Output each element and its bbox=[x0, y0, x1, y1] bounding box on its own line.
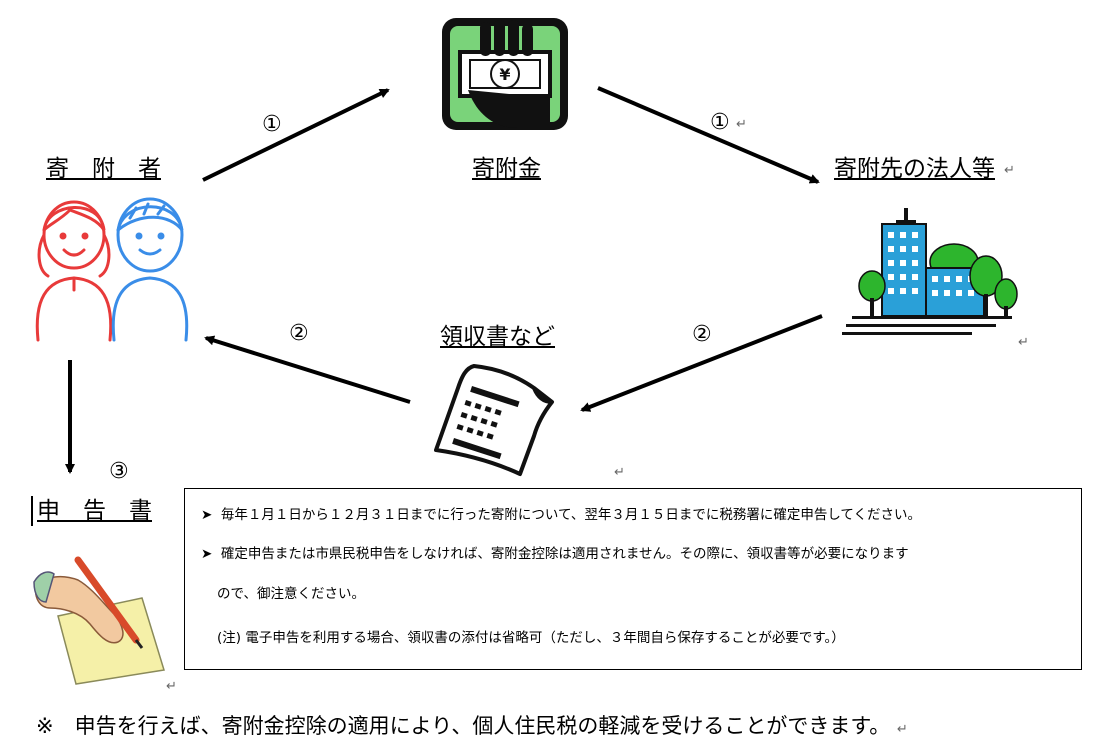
text-cursor bbox=[31, 496, 33, 526]
return-mark: ↵ bbox=[614, 465, 625, 480]
arrow-receipt-to-donor bbox=[204, 335, 411, 404]
note-2-text-line1: 確定申告または市県民税申告をしなければ、寄附金控除は適用されません。その際に、領… bbox=[220, 546, 909, 562]
donor-label: 寄 附 者 bbox=[46, 156, 161, 182]
note-2-text-line2: ので、御注意ください。 bbox=[217, 586, 365, 602]
bottom-note-text: ※ 申告を行えば、寄附金控除の適用により、個人住民税の軽減を受けることができます… bbox=[36, 714, 891, 738]
step-1-left: ① bbox=[262, 112, 282, 137]
writing-hand-icon bbox=[33, 556, 165, 685]
note-2: ➤ 確定申告または市県民税申告をしなければ、寄附金控除は適用されません。その際に… bbox=[201, 546, 909, 562]
step-2-right: ② bbox=[692, 322, 712, 347]
bullet: ➤ bbox=[201, 507, 213, 523]
receipt-icon bbox=[434, 364, 554, 476]
return-mark: ↵ bbox=[736, 117, 747, 132]
note-1-text: 毎年１月１日から１２月３１日までに行った寄附について、翌年３月１５日までに税務署… bbox=[220, 507, 922, 523]
arrow-donor-to-donation bbox=[202, 88, 390, 182]
step-1-right: ① bbox=[710, 110, 730, 135]
step-3: ③ bbox=[109, 459, 129, 484]
note-3: (注) 電子申告を利用する場合、領収書の添付は省略可（ただし、３年間自ら保存する… bbox=[217, 630, 845, 646]
money-hand-icon: ¥ bbox=[442, 18, 568, 130]
return-mark: ↵ bbox=[166, 679, 177, 694]
return-mark: ↵ bbox=[1018, 335, 1029, 350]
receipt-label: 領収書など bbox=[440, 324, 555, 350]
bullet: ➤ bbox=[201, 546, 213, 562]
note-1: ➤ 毎年１月１日から１２月３１日までに行った寄附について、翌年３月１５日までに税… bbox=[201, 507, 922, 523]
donor-people-icon bbox=[35, 197, 189, 342]
step-2-left: ② bbox=[289, 321, 309, 346]
yen-symbol: ¥ bbox=[499, 65, 510, 84]
declaration-label: 申 告 書 bbox=[37, 498, 152, 524]
donation-label: 寄附金 bbox=[472, 156, 541, 182]
recipient-label: 寄附先の法人等 bbox=[834, 156, 995, 182]
bottom-note: ※ 申告を行えば、寄附金控除の適用により、個人住民税の軽減を受けることができます… bbox=[36, 716, 908, 737]
arrow-donation-to-recipient bbox=[597, 86, 820, 184]
return-mark: ↵ bbox=[896, 722, 908, 737]
arrow-recipient-to-receipt bbox=[580, 314, 823, 412]
notes-box: ➤ 毎年１月１日から１２月３１日までに行った寄附について、翌年３月１５日までに税… bbox=[184, 488, 1082, 670]
building-icon bbox=[842, 208, 1018, 335]
return-mark: ↵ bbox=[1004, 163, 1015, 178]
